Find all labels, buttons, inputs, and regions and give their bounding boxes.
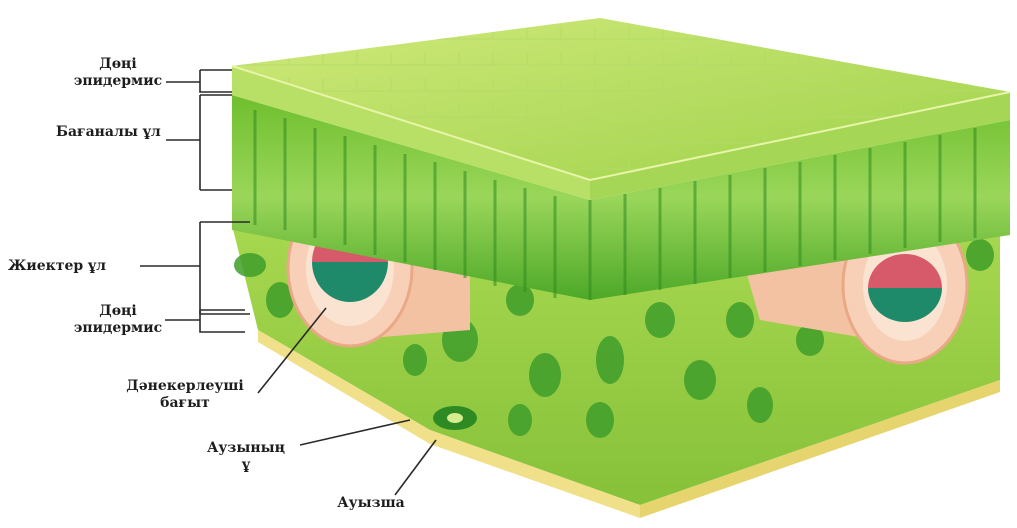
upper-epidermis-label-line2: эпидермис [70, 73, 166, 90]
vascular-bundle-label-line2: бағыт [120, 395, 250, 412]
stoma [433, 406, 477, 430]
guard-cells-pointer [300, 420, 410, 445]
guard-cells-label-line2: ұ [196, 457, 296, 474]
guard-cells-label-line1: Аузының [196, 440, 296, 457]
stoma-label: Ауызша [326, 495, 416, 512]
vascular-bundle-label: Дәнекерлеуші бағыт [120, 378, 250, 412]
spongy-bracket [140, 222, 250, 314]
stoma-pointer [395, 440, 436, 495]
upper-epidermis-label-line1: Дөңі [70, 56, 166, 73]
lower-epidermis-label-line2: эпидермис [70, 320, 166, 337]
vascular-bundle-label-line1: Дәнекерлеуші [120, 378, 250, 395]
palisade-label: Бағаналы ұл [56, 124, 161, 141]
upper-epidermis-bracket [166, 70, 232, 92]
spongy-label: Жиектер ұл [8, 258, 106, 275]
lower-epidermis-label-line1: Дөңі [70, 303, 166, 320]
guard-cells-label: Аузының ұ [196, 440, 296, 474]
lower-epidermis-label: Дөңі эпидермис [70, 303, 166, 337]
upper-epidermis-label: Дөңі эпидермис [70, 56, 166, 90]
palisade-bracket [166, 95, 232, 190]
